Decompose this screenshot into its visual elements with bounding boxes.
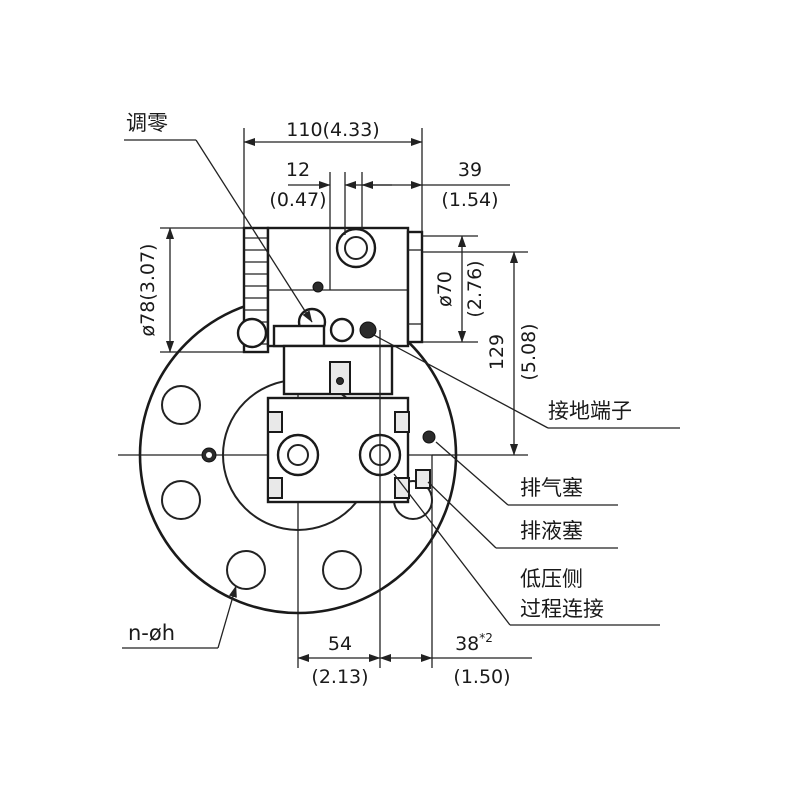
dimension-129: 129 (5.08) — [422, 251, 540, 456]
dim-38-label-bottom: (1.50) — [453, 666, 510, 688]
vent-plug-part — [422, 430, 436, 444]
label-vent-plug: 排气塞 — [520, 476, 583, 500]
ground-terminal-part — [359, 321, 377, 339]
callout-hole-spec: n-øh — [122, 585, 237, 649]
capsule-assembly — [266, 330, 436, 520]
flange-bolt-hole — [322, 550, 362, 590]
dim-70-label-bottom: (2.76) — [464, 260, 486, 317]
callout-low-side: 低压侧 过程连接 — [393, 473, 660, 626]
dim-12-label-top: 12 — [286, 159, 310, 181]
label-zero-adjust: 调零 — [126, 111, 168, 135]
dim-12-label-bottom: (0.47) — [269, 189, 326, 211]
label-low-side-line1: 低压侧 — [520, 567, 583, 591]
dim-54-label-top: 54 — [328, 633, 352, 655]
dimension-110: 110(4.33) — [243, 119, 423, 232]
dim-39-label-bottom: (1.54) — [441, 189, 498, 211]
dimension-54: 54 (2.13) — [297, 520, 381, 688]
dimension-12: 12 (0.47) — [269, 159, 392, 235]
flange-bolt-hole — [226, 550, 266, 590]
dimension-39: 39 (1.54) — [361, 159, 510, 230]
callout-vent-plug: 排气塞 — [435, 441, 618, 506]
label-hole-spec: n-øh — [128, 621, 175, 645]
label-drain-plug: 排液塞 — [520, 519, 583, 543]
callout-drain-plug: 排液塞 — [427, 481, 618, 549]
dim-38-label-top: 38*2 — [455, 631, 493, 655]
zero-adjust-screw — [312, 281, 324, 293]
flange-bolt-hole — [161, 385, 201, 425]
dimension-70: ø70 (2.76) — [422, 235, 486, 343]
flange-bolt-hole — [161, 480, 201, 520]
dim-129-label-bottom: (5.08) — [518, 323, 540, 380]
label-ground-terminal: 接地端子 — [548, 399, 632, 423]
dim-70-label-top: ø70 — [434, 271, 456, 307]
dimension-38: 38*2 (1.50) — [379, 455, 532, 688]
callout-ground-terminal: 接地端子 — [371, 333, 680, 429]
transmitter-housing — [236, 226, 424, 396]
callout-zero-adjust: 调零 — [124, 111, 313, 323]
dim-110-label: 110(4.33) — [286, 119, 379, 141]
dim-129-label-top: 129 — [486, 334, 508, 370]
dim-54-label-bottom: (2.13) — [311, 666, 368, 688]
dimension-78: ø78(3.07) — [137, 227, 244, 353]
dim-78-label: ø78(3.07) — [137, 244, 159, 337]
label-low-side-line2: 过程连接 — [520, 597, 604, 621]
dim-39-label-top: 39 — [458, 159, 482, 181]
